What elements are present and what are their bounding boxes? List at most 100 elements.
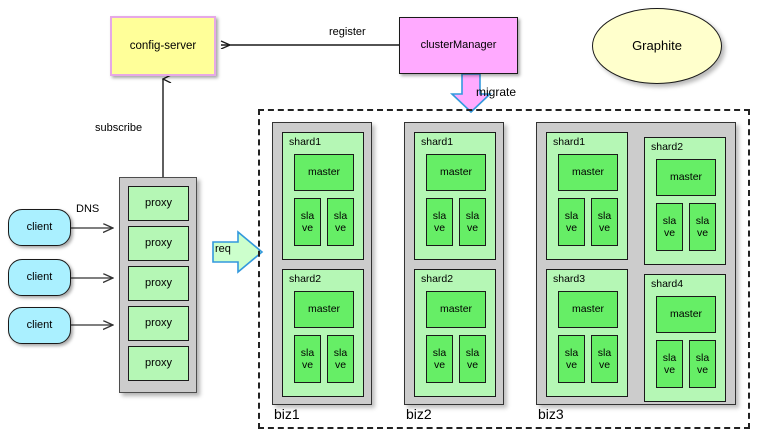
biz3-shard4-slave-1[interactable]: sla ve [656, 340, 683, 388]
biz3-shard1-master[interactable]: master [558, 154, 618, 191]
biz1-shard2-slave-1[interactable]: sla ve [294, 335, 321, 383]
slave-label-line1: sla [333, 346, 348, 359]
biz3-shard2[interactable]: shard2 master sla ve sla ve [644, 137, 726, 265]
biz2-label: biz2 [406, 406, 432, 422]
edge-label-register: register [329, 26, 366, 38]
slave-label-line1: sla [695, 351, 710, 364]
biz3-shard4-master[interactable]: master [656, 296, 716, 333]
edge-label-subscribe: subscribe [95, 122, 143, 134]
biz1-shard2[interactable]: shard2 master sla ve sla ve [282, 269, 364, 397]
client-label: client [26, 319, 53, 332]
master-label: master [439, 165, 473, 178]
proxy-node-5[interactable]: proxy [128, 346, 189, 381]
proxy-label: proxy [145, 277, 172, 290]
slave-label-line2: ve [696, 227, 709, 239]
edge-label-req: req [215, 243, 231, 255]
biz1-shard1[interactable]: shard1 master sla ve sla ve [282, 132, 364, 260]
config-server-node[interactable]: config-server [110, 16, 216, 76]
biz3-shard4-slave-2[interactable]: sla ve [689, 340, 716, 388]
biz3-shard3[interactable]: shard3 master sla ve sla ve [546, 269, 628, 397]
biz2-container: shard1 master sla ve sla ve shard2 maste… [404, 122, 504, 405]
shard-title: shard4 [651, 278, 684, 290]
shard-title: shard1 [553, 136, 586, 148]
slave-label-line2: ve [598, 359, 611, 371]
proxy-label: proxy [145, 317, 172, 330]
slave-label-line1: sla [662, 214, 677, 227]
slave-label-line2: ve [466, 359, 479, 371]
slave-label-line2: ve [301, 222, 314, 234]
biz3-shard3-slave-1[interactable]: sla ve [558, 335, 585, 383]
biz3-container: shard1 master sla ve sla ve shard2 maste… [536, 122, 736, 405]
biz1-shard2-slave-2[interactable]: sla ve [327, 335, 354, 383]
proxy-label: proxy [145, 237, 172, 250]
biz2-shard2-slave-2[interactable]: sla ve [459, 335, 486, 383]
slave-label-line2: ve [598, 222, 611, 234]
biz3-shard3-master[interactable]: master [558, 291, 618, 328]
slave-label-line2: ve [433, 222, 446, 234]
slave-label-line1: sla [300, 346, 315, 359]
biz1-shard2-master[interactable]: master [294, 291, 354, 328]
client-node-1[interactable]: client [8, 209, 71, 246]
slave-label-line2: ve [334, 222, 347, 234]
proxy-node-2[interactable]: proxy [128, 226, 189, 261]
biz3-shard2-slave-2[interactable]: sla ve [689, 203, 716, 251]
slave-label-line2: ve [696, 364, 709, 376]
slave-label-line2: ve [663, 227, 676, 239]
slave-label-line2: ve [565, 222, 578, 234]
master-label: master [669, 307, 703, 320]
config-server-label: config-server [129, 39, 197, 52]
biz2-shard1[interactable]: shard1 master sla ve sla ve [414, 132, 496, 260]
shard-title: shard2 [651, 141, 684, 153]
slave-label-line1: sla [300, 209, 315, 222]
slave-label-line2: ve [565, 359, 578, 371]
shard-title: shard3 [553, 273, 586, 285]
biz2-shard2-slave-1[interactable]: sla ve [426, 335, 453, 383]
slave-label-line1: sla [564, 346, 579, 359]
biz3-shard1[interactable]: shard1 master sla ve sla ve [546, 132, 628, 260]
slave-label-line1: sla [432, 209, 447, 222]
cluster-manager-label: clusterManager [420, 39, 497, 52]
biz2-shard1-slave-2[interactable]: sla ve [459, 198, 486, 246]
slave-label-line1: sla [333, 209, 348, 222]
slave-label-line2: ve [663, 364, 676, 376]
biz1-shard1-slave-1[interactable]: sla ve [294, 198, 321, 246]
slave-label-line1: sla [465, 209, 480, 222]
client-label: client [26, 271, 53, 284]
biz3-shard1-slave-2[interactable]: sla ve [591, 198, 618, 246]
slave-label-line1: sla [432, 346, 447, 359]
client-label: client [26, 221, 53, 234]
biz3-shard2-master[interactable]: master [656, 159, 716, 196]
biz3-shard1-slave-1[interactable]: sla ve [558, 198, 585, 246]
biz1-shard1-master[interactable]: master [294, 154, 354, 191]
cluster-boundary [258, 109, 750, 429]
master-label: master [439, 302, 473, 315]
proxy-label: proxy [145, 197, 172, 210]
biz2-shard2-master[interactable]: master [426, 291, 486, 328]
shard-title: shard1 [421, 136, 454, 148]
biz1-container: shard1 master sla ve sla ve shard2 maste… [272, 122, 372, 405]
graphite-label: Graphite [632, 37, 682, 53]
edge-label-dns: DNS [76, 203, 100, 215]
slave-label-line1: sla [695, 214, 710, 227]
slave-label-line2: ve [466, 222, 479, 234]
shard-title: shard1 [289, 136, 322, 148]
biz3-shard4[interactable]: shard4 master sla ve sla ve [644, 274, 726, 402]
proxy-node-3[interactable]: proxy [128, 266, 189, 301]
biz2-shard2[interactable]: shard2 master sla ve sla ve [414, 269, 496, 397]
master-label: master [669, 170, 703, 183]
client-node-2[interactable]: client [8, 259, 71, 296]
biz3-shard3-slave-2[interactable]: sla ve [591, 335, 618, 383]
biz2-shard1-master[interactable]: master [426, 154, 486, 191]
biz2-shard1-slave-1[interactable]: sla ve [426, 198, 453, 246]
cluster-manager-node[interactable]: clusterManager [399, 17, 518, 74]
biz1-shard1-slave-2[interactable]: sla ve [327, 198, 354, 246]
proxy-node-1[interactable]: proxy [128, 186, 189, 221]
graphite-node[interactable]: Graphite [592, 8, 722, 84]
proxy-node-4[interactable]: proxy [128, 306, 189, 341]
shard-title: shard2 [421, 273, 454, 285]
client-node-3[interactable]: client [8, 307, 71, 344]
biz1-label: biz1 [274, 406, 300, 422]
slave-label-line2: ve [301, 359, 314, 371]
biz3-shard2-slave-1[interactable]: sla ve [656, 203, 683, 251]
